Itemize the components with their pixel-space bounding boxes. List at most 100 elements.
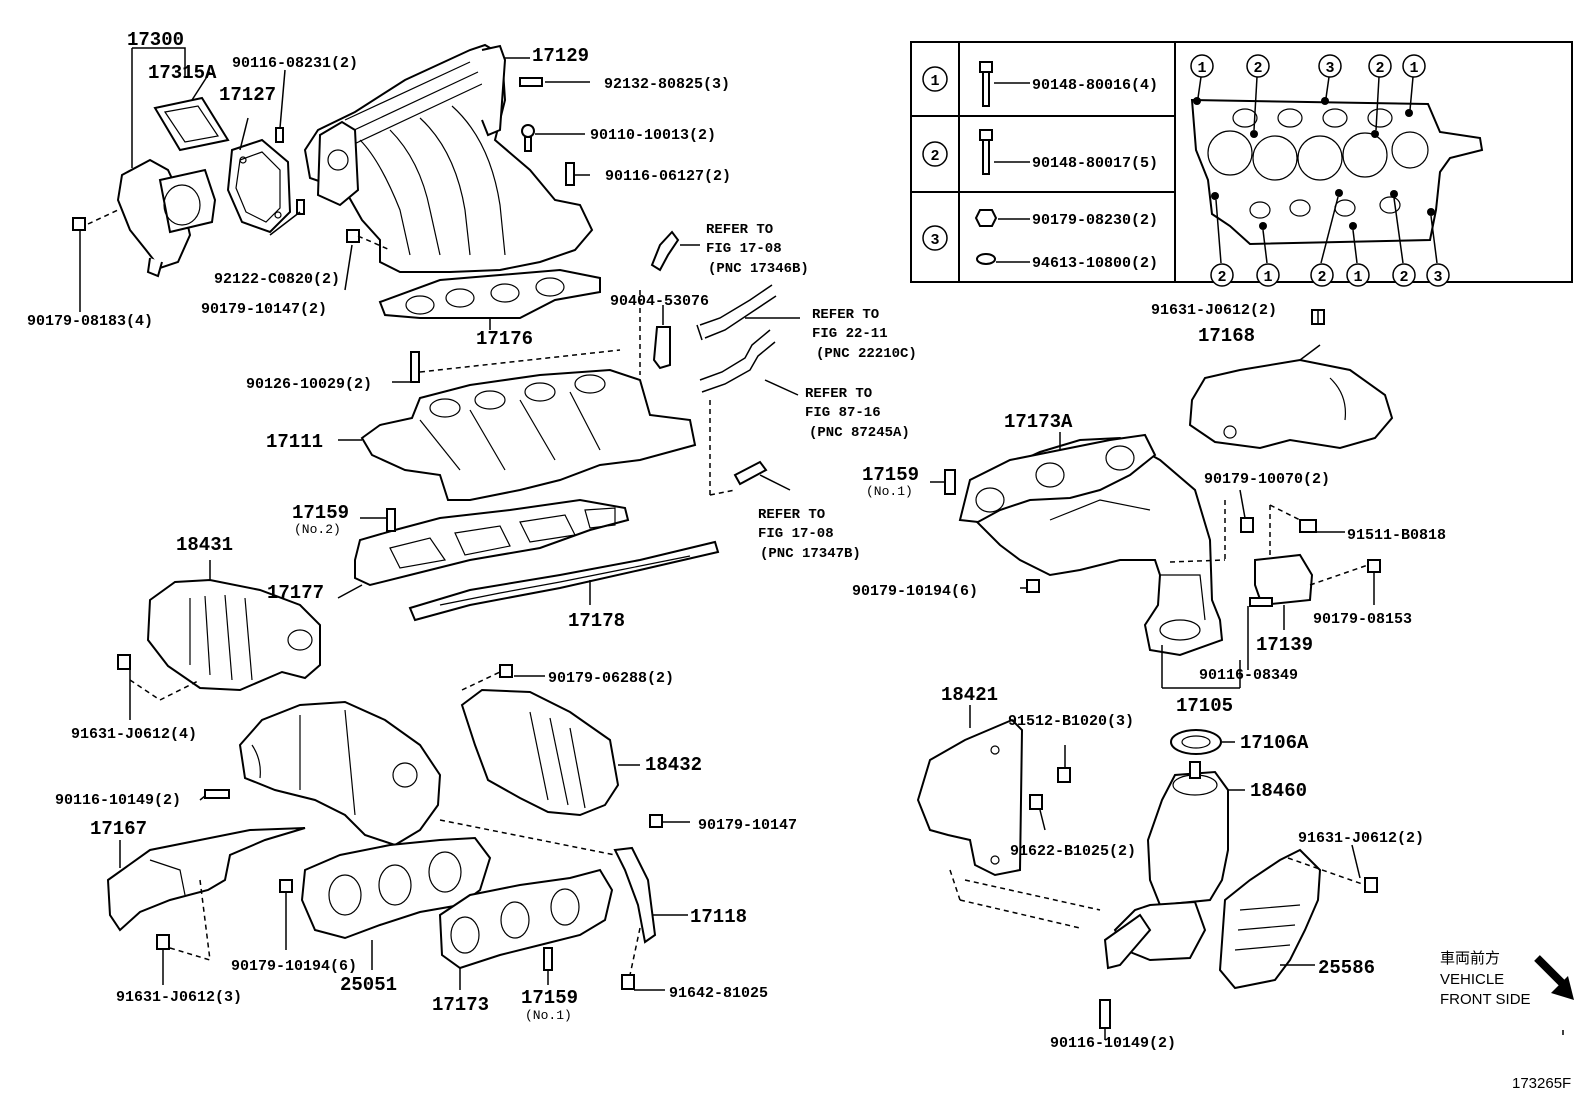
ref1-line3: (PNC 17346B) — [708, 261, 809, 277]
label-17173: 17173 — [432, 994, 489, 1016]
label-90179-10194-right: 90179-10194(6) — [852, 583, 978, 600]
dashed-lines — [87, 209, 1369, 976]
label-90179-10194-left: 90179-10194(6) — [231, 958, 357, 975]
heat-insulator-17167 — [106, 827, 306, 932]
label-91512-b1020: 91512-B1020(3) — [1008, 713, 1134, 730]
ref3-line2: FIG 87-16 — [805, 405, 881, 421]
bolt-hardware — [72, 77, 575, 383]
label-90179-10147: 90179-10147 — [698, 817, 797, 834]
label-91631-j0612-4: 91631-J0612(4) — [71, 726, 197, 743]
direction-line2: FRONT SIDE — [1440, 991, 1531, 1008]
table-part-2: 90148-80017(5) — [1032, 155, 1158, 172]
label-17173a: 17173A — [1004, 411, 1073, 433]
svg-text:1: 1 — [1353, 269, 1362, 286]
direction-line1: VEHICLE — [1440, 971, 1504, 988]
label-17159-no2: 17159 — [292, 502, 349, 524]
ref3-line1: REFER TO — [805, 386, 872, 402]
arrow-down-right-icon — [1534, 955, 1574, 1000]
gasket-pattern-sketch — [1190, 76, 1484, 264]
ref4-line1: REFER TO — [758, 507, 825, 523]
label-90126-10029: 90126-10029(2) — [246, 376, 372, 393]
label-17159-no2-note: (No.2) — [294, 522, 341, 537]
label-17139: 17139 — [1256, 634, 1313, 656]
label-18421: 18421 — [941, 684, 998, 706]
throttle-body-17300 — [116, 47, 217, 278]
label-90116-08231: 90116-08231(2) — [232, 55, 358, 72]
label-91631-j0612-2-top: 91631-J0612(2) — [1151, 302, 1277, 319]
label-17168: 17168 — [1198, 325, 1255, 347]
label-91631-j0612-2-right: 91631-J0612(2) — [1298, 830, 1424, 847]
figure-id: 173265F — [1512, 1075, 1571, 1092]
table-key-1: 1 — [930, 73, 939, 90]
label-25051: 25051 — [340, 974, 397, 996]
ref3-line3: (PNC 87245A) — [809, 425, 910, 441]
nut-icon — [974, 209, 998, 227]
label-90404-53076: 90404-53076 — [610, 293, 709, 310]
label-17111: 17111 — [266, 431, 323, 453]
svg-text:3: 3 — [1325, 60, 1334, 77]
label-17159-no1-right: 17159 — [862, 464, 919, 486]
vehicle-front-indicator: 車両前方 VEHICLE FRONT SIDE — [1440, 950, 1574, 1008]
label-91622-b1025: 91622-B1025(2) — [1010, 843, 1136, 860]
table-part-3b: 94613-10800(2) — [1032, 255, 1158, 272]
label-18460: 18460 — [1250, 780, 1307, 802]
label-25586: 25586 — [1318, 957, 1375, 979]
heat-insulator-17168 — [1188, 309, 1394, 450]
label-92122-c0820: 92122-C0820(2) — [214, 271, 340, 288]
label-17300: 17300 — [127, 29, 184, 51]
intake-manifold-17111 — [360, 368, 697, 501]
bolt-icon — [979, 129, 993, 175]
label-92132-80825: 92132-80825(3) — [604, 76, 730, 93]
label-18431: 18431 — [176, 534, 233, 556]
direction-jp: 車両前方 — [1440, 950, 1500, 967]
bracket-18421 — [916, 718, 1024, 877]
gasket-key-callouts: 1 2 3 2 1 2 1 2 1 2 3 — [1190, 54, 1450, 287]
part-labels: 17300 17315A 90116-08231(2) 17127 17129 … — [27, 29, 1446, 1052]
label-90179-08183: 90179-08183(4) — [27, 313, 153, 330]
label-90179-06288: 90179-06288(2) — [548, 670, 674, 687]
refer-notes: REFER TO FIG 17-08 (PNC 17346B) REFER TO… — [706, 222, 917, 562]
table-key-2: 2 — [930, 148, 939, 165]
svg-text:2: 2 — [1253, 60, 1262, 77]
ref2-line3: (PNC 22210C) — [816, 346, 917, 362]
label-17129: 17129 — [532, 45, 589, 67]
heat-insulator-18432 — [460, 688, 620, 817]
label-17159-no1-bottom-note: (No.1) — [525, 1008, 572, 1023]
ref2-line1: REFER TO — [812, 307, 879, 323]
label-18432: 18432 — [645, 754, 702, 776]
svg-text:3: 3 — [1433, 269, 1442, 286]
label-90179-10070: 90179-10070(2) — [1204, 471, 1330, 488]
label-91642-81025: 91642-81025 — [669, 985, 768, 1002]
label-17105: 17105 — [1176, 695, 1233, 717]
label-91631-j0612-3: 91631-J0612(3) — [116, 989, 242, 1006]
gasket-17176 — [378, 268, 601, 319]
svg-text:2: 2 — [1317, 269, 1326, 286]
label-90179-10147-2: 90179-10147(2) — [201, 301, 327, 318]
label-17118: 17118 — [690, 906, 747, 928]
label-90110-10013: 90110-10013(2) — [590, 127, 716, 144]
exhaust-manifold-left — [238, 700, 442, 847]
label-90116-08349: 90116-08349 — [1199, 667, 1298, 684]
table-key-2-circle — [922, 141, 948, 167]
table-key-3-circle — [922, 225, 948, 251]
gasket-17173a — [958, 433, 1157, 524]
label-17178: 17178 — [568, 610, 625, 632]
svg-text:2: 2 — [1399, 269, 1408, 286]
label-90179-08153: 90179-08153 — [1313, 611, 1412, 628]
ref1-line1: REFER TO — [706, 222, 773, 238]
svg-text:1: 1 — [1263, 269, 1272, 286]
table-key-1-circle — [922, 66, 948, 92]
svg-text:2: 2 — [1217, 269, 1226, 286]
ref2-line2: FIG 22-11 — [812, 326, 888, 342]
washer-icon — [976, 253, 996, 265]
svg-text:1: 1 — [1409, 60, 1418, 77]
bolt-table-frame — [910, 41, 1573, 283]
small-hardware-left — [117, 508, 663, 990]
stay-17118 — [613, 846, 657, 944]
gasket-17178 — [408, 540, 720, 622]
table-part-3a: 90179-08230(2) — [1032, 212, 1158, 229]
label-17315a: 17315A — [148, 62, 217, 84]
label-90116-06127: 90116-06127(2) — [605, 168, 731, 185]
